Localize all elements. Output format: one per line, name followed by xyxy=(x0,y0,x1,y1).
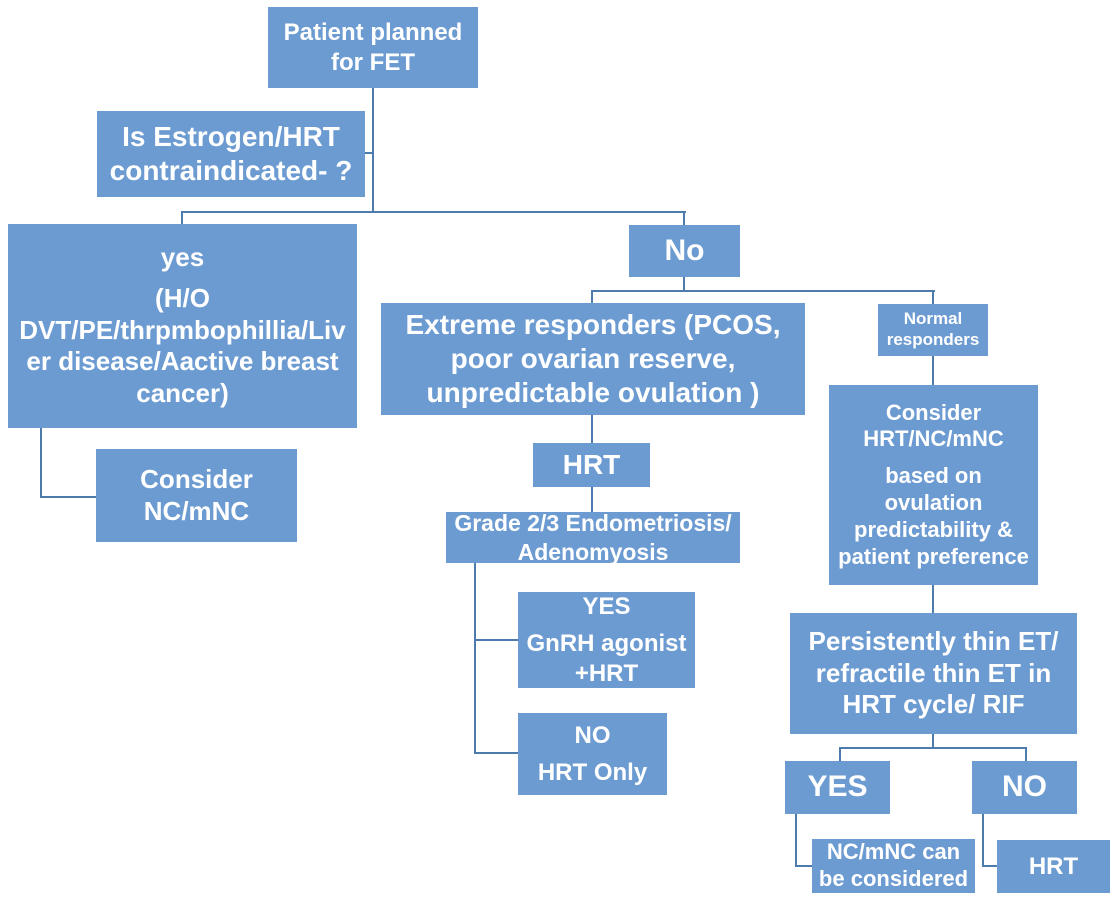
connector-no-drop xyxy=(683,211,685,225)
node-persistently-thin-et: Persistently thin ET/ refractile thin ET… xyxy=(790,613,1077,734)
connector-nobottom-down xyxy=(982,814,984,867)
node-yes-mid-label: YES xyxy=(582,593,631,621)
node-no-mid: NO HRT Only xyxy=(518,713,667,795)
connector-nobottom-drop xyxy=(1025,747,1027,761)
connector-branch2-horizontal xyxy=(591,290,935,292)
node-yes-bottom: YES xyxy=(785,761,890,814)
connector-persist-down xyxy=(932,734,934,749)
connector-patient-down xyxy=(372,88,374,212)
node-consider-ncmnc: Consider NC/mNC xyxy=(96,449,297,542)
node-estrogen-label: Is Estrogen/HRT contraindicated- ? xyxy=(109,120,353,186)
node-persistently-label: Persistently thin ET/ refractile thin ET… xyxy=(808,625,1059,720)
connector-bottom-horizontal xyxy=(839,747,1027,749)
node-hrt-bottom-label: HRT xyxy=(1028,852,1079,880)
node-grade-label: Grade 2/3 Endometriosis/ Adenomyosis xyxy=(454,510,732,565)
node-patient-planned-fet: Patient planned for FET xyxy=(268,7,478,88)
connector-no-down xyxy=(683,277,685,292)
node-normal-label: Normal responders xyxy=(886,309,980,349)
connector-nomid-stub xyxy=(474,752,519,754)
node-ncmnc-considered: NC/mNC can be considered xyxy=(812,839,975,893)
node-consider-hrt-line1: Consider HRT/NC/mNC xyxy=(863,399,1004,452)
node-consider-ncmnc-label: Consider NC/mNC xyxy=(140,463,253,526)
node-no-bottom: NO xyxy=(972,761,1077,814)
connector-extreme-drop xyxy=(591,290,593,303)
node-yes-mid-detail: GnRH agonist +HRT xyxy=(526,630,687,687)
connector-yes-drop xyxy=(181,211,183,224)
node-grade-endometriosis: Grade 2/3 Endometriosis/ Adenomyosis xyxy=(446,510,740,565)
connector-main-horizontal xyxy=(181,211,686,213)
node-yes-detail: (H/O DVT/PE/thrpmbophillia/Liver disease… xyxy=(19,282,346,409)
node-yes-bottom-label: YES xyxy=(807,770,868,804)
connector-yesbottom-down xyxy=(795,814,797,867)
connector-extreme-hrt xyxy=(591,415,593,443)
node-no-bottom-label: NO xyxy=(1002,770,1047,804)
connector-normal-drop xyxy=(932,290,934,304)
connector-normal-consider xyxy=(932,356,934,385)
connector-consider-persist xyxy=(932,585,934,613)
connector-ncconsidered-stub xyxy=(795,865,812,867)
node-patient-label: Patient planned for FET xyxy=(283,19,463,76)
node-normal-responders: Normal responders xyxy=(878,304,988,356)
node-hrt-mid-label: HRT xyxy=(562,448,621,480)
node-extreme-label: Extreme responders (PCOS, poor ovarian r… xyxy=(405,308,781,409)
connector-considernc-stub xyxy=(40,496,97,498)
connector-yesbranch-down xyxy=(40,428,42,498)
connector-hrtbottom-stub xyxy=(982,865,997,867)
connector-estrogen-stub xyxy=(365,152,374,154)
node-no-label: No xyxy=(664,233,705,267)
connector-yesmid-stub xyxy=(474,639,519,641)
node-consider-hrt-line2: based on ovulation predictability & pati… xyxy=(838,463,1029,569)
connector-hrt-grade xyxy=(591,487,593,512)
node-no-mid-detail: HRT Only xyxy=(537,759,648,786)
node-ncmnc-considered-label: NC/mNC can be considered xyxy=(818,839,969,891)
node-hrt-mid: HRT xyxy=(533,443,650,487)
node-yes-mid: YES GnRH agonist +HRT xyxy=(518,592,695,688)
node-estrogen-question: Is Estrogen/HRT contraindicated- ? xyxy=(97,111,365,197)
node-hrt-bottom: HRT xyxy=(997,840,1110,893)
node-extreme-responders: Extreme responders (PCOS, poor ovarian r… xyxy=(381,303,805,415)
node-no-mid-label: NO xyxy=(574,721,611,749)
connector-yesbottom-drop xyxy=(839,747,841,761)
node-no-branch: No xyxy=(629,225,740,277)
node-yes-label: yes xyxy=(160,242,205,273)
connector-grade-rail xyxy=(474,563,476,754)
node-yes-branch: yes (H/O DVT/PE/thrpmbophillia/Liver dis… xyxy=(8,224,357,428)
node-consider-hrt-ncmnc: Consider HRT/NC/mNC based on ovulation p… xyxy=(829,385,1038,585)
